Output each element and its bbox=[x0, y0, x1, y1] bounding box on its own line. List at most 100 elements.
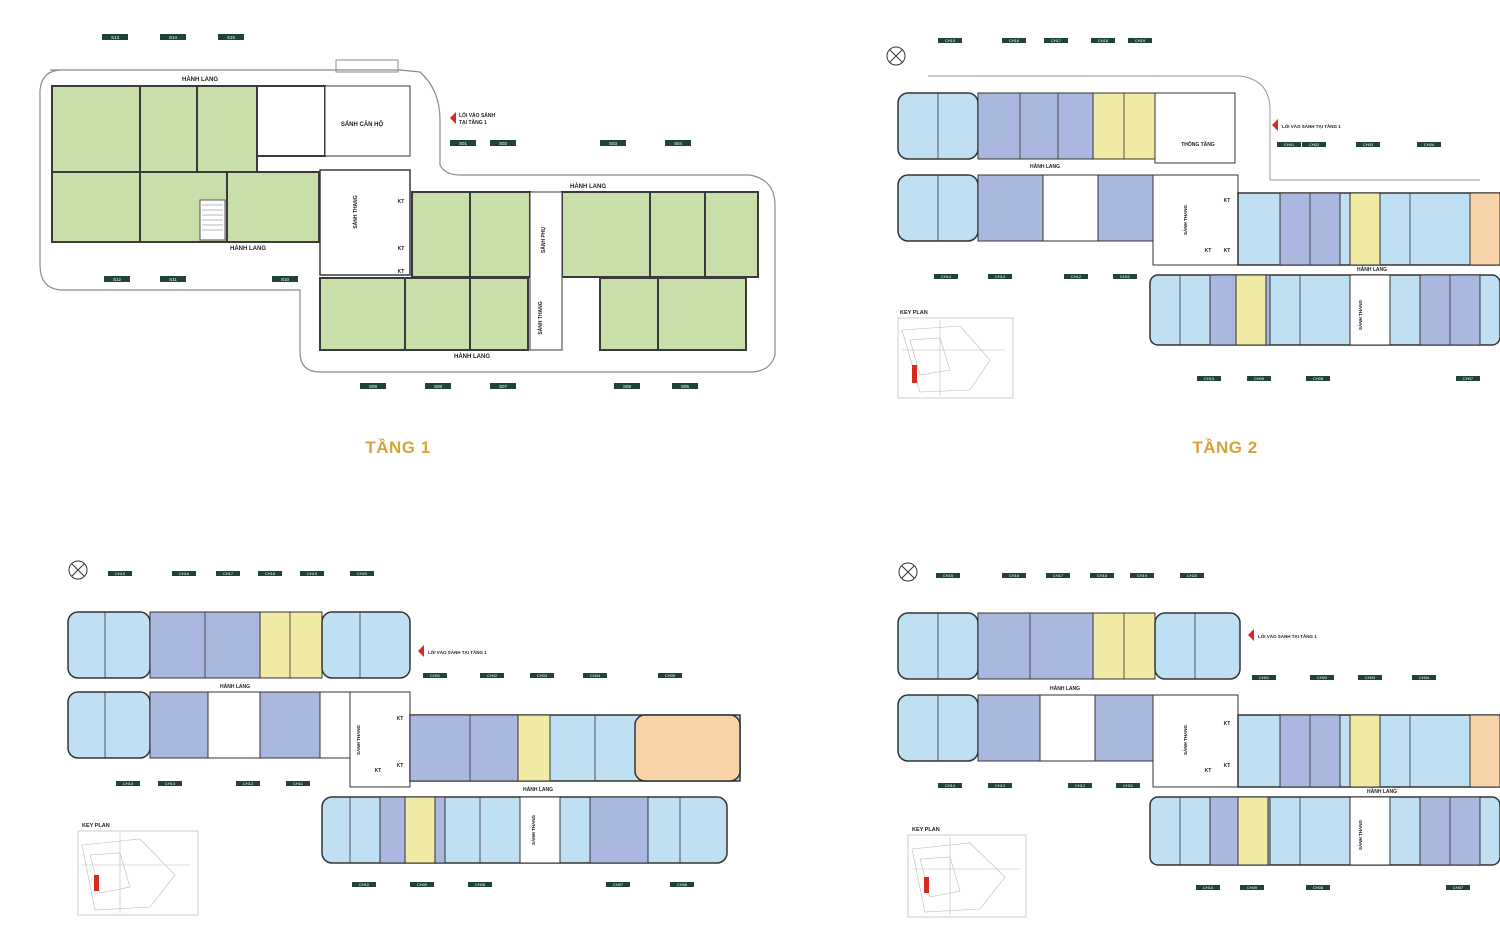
unit-tag[interactable]: CH08 bbox=[1306, 376, 1330, 381]
unit-tag[interactable]: CH18 bbox=[1090, 573, 1114, 578]
unit-tag[interactable]: S04 bbox=[665, 140, 691, 146]
unit-tag[interactable]: CH18 bbox=[1091, 38, 1115, 43]
unit-tag[interactable]: S01 bbox=[450, 140, 476, 146]
unit-tag[interactable]: CH13 bbox=[988, 274, 1012, 279]
unit-tag[interactable]: CH12 bbox=[236, 781, 260, 786]
unit-tag[interactable]: S03 bbox=[600, 140, 626, 146]
unit-tag[interactable]: CH15 bbox=[938, 38, 962, 43]
unit-tag[interactable]: CH17 bbox=[1044, 38, 1068, 43]
unit-tag[interactable]: CH17 bbox=[1046, 573, 1070, 578]
svg-text:CH03: CH03 bbox=[1363, 142, 1374, 147]
unit-tag[interactable]: CH10 bbox=[1197, 376, 1221, 381]
unit-tag[interactable]: CH15 bbox=[936, 573, 960, 578]
svg-text:CH04: CH04 bbox=[1424, 142, 1435, 147]
unit-tag[interactable]: S06 bbox=[614, 383, 640, 389]
svg-text:CH08: CH08 bbox=[1313, 376, 1324, 381]
unit-tag[interactable]: CH14 bbox=[938, 783, 962, 788]
unit-tag[interactable]: S09 bbox=[360, 383, 386, 389]
unit-tag[interactable]: CH13 bbox=[158, 781, 182, 786]
unit-tag[interactable]: CH20 bbox=[1180, 573, 1204, 578]
svg-text:CH12: CH12 bbox=[1075, 783, 1086, 788]
unit-tag[interactable]: S15 bbox=[218, 34, 244, 40]
unit-tag[interactable]: S05 bbox=[672, 383, 698, 389]
elevator-lobby-label: SẢNH THANG bbox=[1357, 820, 1363, 850]
svg-text:CH14: CH14 bbox=[945, 783, 956, 788]
unit-tag[interactable]: CH08 bbox=[1306, 885, 1330, 890]
unit-tag[interactable]: CH16 bbox=[1002, 38, 1026, 43]
tech-room-label: KT bbox=[397, 716, 404, 722]
unit-tag[interactable]: S14 bbox=[160, 34, 186, 40]
unit-tag[interactable]: CH13 bbox=[988, 783, 1012, 788]
unit-tag[interactable]: CH14 bbox=[934, 274, 958, 279]
unit-tag[interactable]: CH11 bbox=[1113, 274, 1137, 279]
svg-text:CH13: CH13 bbox=[995, 783, 1006, 788]
unit-tag[interactable]: CH16 bbox=[1002, 573, 1026, 578]
unit-tag[interactable]: CH19 bbox=[300, 571, 324, 576]
lobby-label: SẢNH CĂN HỘ bbox=[341, 120, 384, 128]
unit-tag[interactable]: CH05 bbox=[658, 673, 682, 678]
unit-tag[interactable]: CH02 bbox=[1310, 675, 1334, 680]
unit-tag[interactable]: CH09 bbox=[410, 882, 434, 887]
svg-text:CH17: CH17 bbox=[1051, 38, 1062, 43]
unit-tag[interactable]: CH19 bbox=[1130, 573, 1154, 578]
svg-text:CH03: CH03 bbox=[537, 673, 548, 678]
svg-text:CH09: CH09 bbox=[417, 882, 428, 887]
unit-tag[interactable]: CH02 bbox=[480, 673, 504, 678]
unit-tag[interactable]: CH15 bbox=[108, 571, 132, 576]
corridor-label: HÀNH LANG bbox=[230, 245, 266, 252]
svg-text:CH14: CH14 bbox=[941, 274, 952, 279]
unit-tag[interactable]: CH17 bbox=[216, 571, 240, 576]
unit-tag[interactable]: CH04 bbox=[1412, 675, 1436, 680]
svg-text:S07: S07 bbox=[499, 384, 508, 389]
svg-text:S11: S11 bbox=[169, 277, 177, 282]
unit-tag[interactable]: CH09 bbox=[1247, 376, 1271, 381]
unit-tag[interactable]: S07 bbox=[490, 383, 516, 389]
svg-text:CH19: CH19 bbox=[307, 571, 318, 576]
unit-tag[interactable]: CH19 bbox=[1128, 38, 1152, 43]
unit-tag[interactable]: CH03 bbox=[530, 673, 554, 678]
unit-tag[interactable]: CH06 bbox=[670, 882, 694, 887]
unit-tag[interactable]: S10 bbox=[272, 276, 298, 282]
unit-tag[interactable]: S13 bbox=[102, 34, 128, 40]
side-lobby-label: SẢNH PHỤ bbox=[540, 227, 547, 254]
unit-tag[interactable]: CH20 bbox=[350, 571, 374, 576]
unit-tag[interactable]: CH10 bbox=[1196, 885, 1220, 890]
unit-tag[interactable]: CH18 bbox=[258, 571, 282, 576]
unit-tag[interactable]: CH02 bbox=[1302, 142, 1326, 147]
unit-tag[interactable]: S11 bbox=[160, 276, 186, 282]
key-plan: KEY PLAN bbox=[77, 823, 199, 916]
unit-tag[interactable]: CH11 bbox=[1116, 783, 1140, 788]
unit-tag[interactable]: CH03 bbox=[1356, 142, 1380, 147]
corridor-label: HÀNH LANG bbox=[523, 786, 553, 793]
unit-tag[interactable]: CH07 bbox=[1456, 376, 1480, 381]
unit-tag[interactable]: CH14 bbox=[116, 781, 140, 786]
unit-tag[interactable]: CH12 bbox=[1064, 274, 1088, 279]
svg-text:CH18: CH18 bbox=[1098, 38, 1109, 43]
unit-tag[interactable]: S12 bbox=[104, 276, 130, 282]
unit-tag[interactable]: CH04 bbox=[1417, 142, 1441, 147]
svg-text:CH11: CH11 bbox=[293, 781, 304, 786]
unit-tag[interactable]: CH01 bbox=[1252, 675, 1276, 680]
svg-text:CH16: CH16 bbox=[1009, 573, 1020, 578]
unit-tag[interactable]: CH10 bbox=[352, 882, 376, 887]
unit-tag[interactable]: CH08 bbox=[468, 882, 492, 887]
unit-tag[interactable]: S08 bbox=[425, 383, 451, 389]
unit-tag[interactable]: CH01 bbox=[1277, 142, 1301, 147]
unit-tag[interactable]: CH12 bbox=[1068, 783, 1092, 788]
unit-tag[interactable]: CH04 bbox=[583, 673, 607, 678]
corridor-label: HÀNH LANG bbox=[454, 353, 490, 360]
unit-tag[interactable]: CH16 bbox=[172, 571, 196, 576]
unit-tag[interactable]: CH03 bbox=[1358, 675, 1382, 680]
unit-tag[interactable]: CH07 bbox=[1446, 885, 1470, 890]
unit-tag[interactable]: CH11 bbox=[286, 781, 310, 786]
tech-room-label: KT bbox=[398, 199, 405, 205]
svg-text:S06: S06 bbox=[623, 384, 632, 389]
tech-room-label: KT bbox=[398, 246, 405, 252]
unit-tag[interactable]: CH09 bbox=[1240, 885, 1264, 890]
unit-tag[interactable]: CH07 bbox=[606, 882, 630, 887]
svg-text:CH02: CH02 bbox=[1309, 142, 1320, 147]
svg-text:S14: S14 bbox=[169, 35, 178, 40]
unit-tag[interactable]: S02 bbox=[490, 140, 516, 146]
unit-tag[interactable]: CH01 bbox=[423, 673, 447, 678]
tech-room-label: KT bbox=[375, 768, 382, 774]
